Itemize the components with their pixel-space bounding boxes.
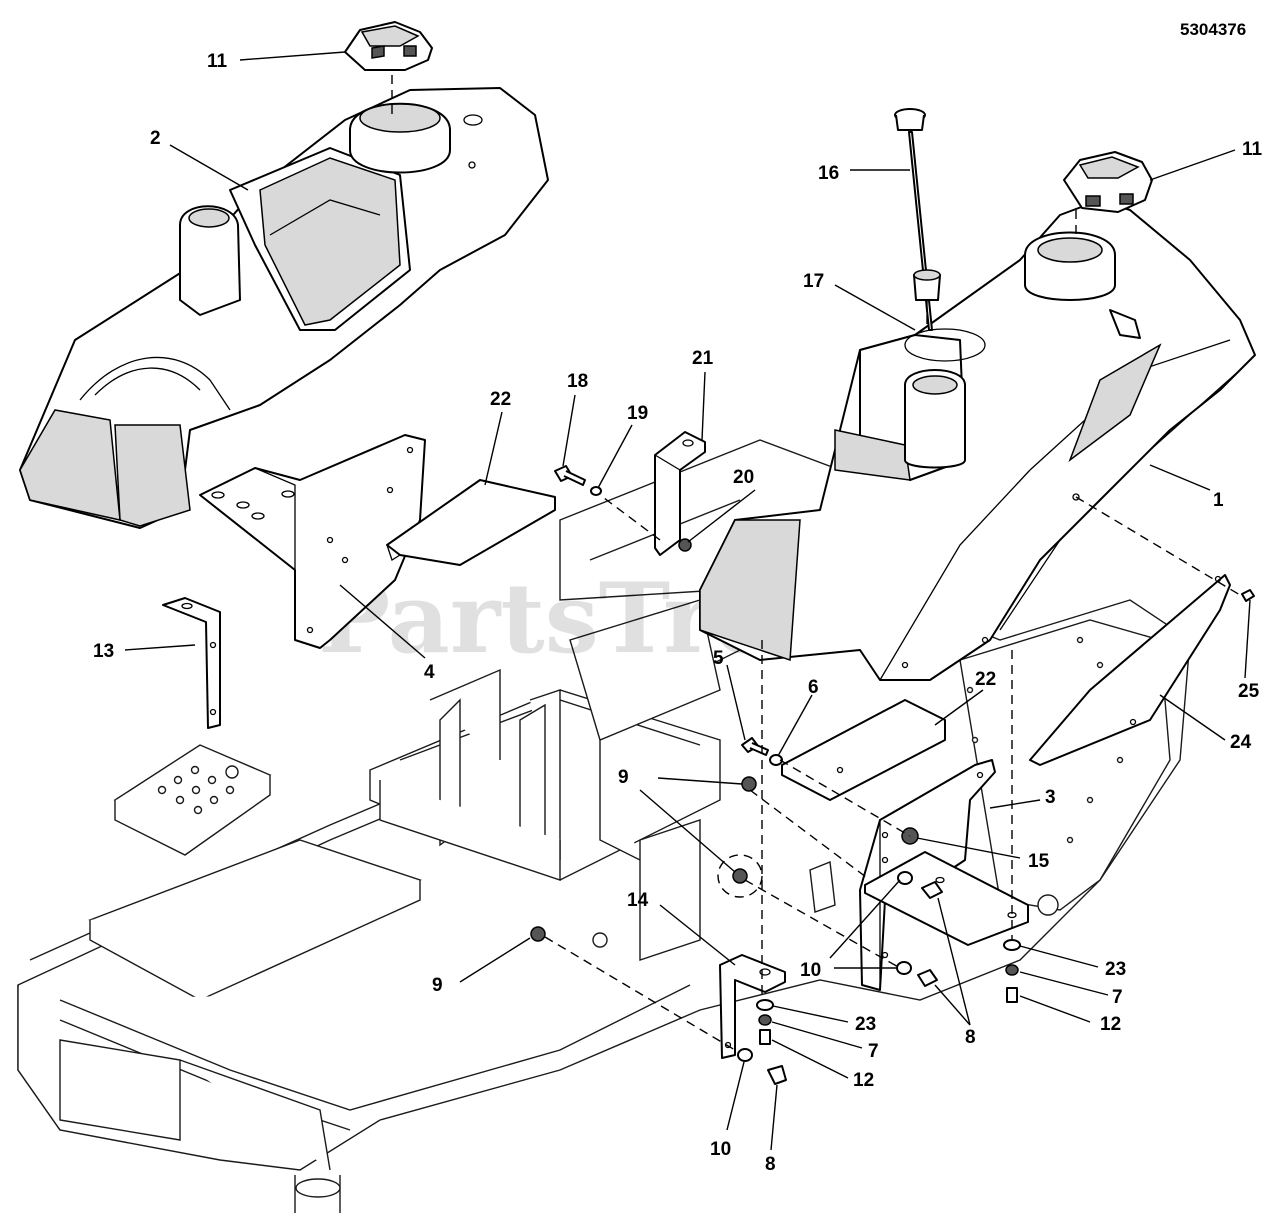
callout-2: 2 xyxy=(150,128,161,149)
callout-14: 14 xyxy=(627,890,649,911)
callout-16: 16 xyxy=(818,163,839,184)
callout-12: 12 xyxy=(1100,1014,1121,1035)
callout-9: 9 xyxy=(618,767,629,788)
callout-8: 8 xyxy=(765,1154,776,1175)
side-plate-holes xyxy=(966,636,1124,844)
callout-24: 24 xyxy=(1230,732,1252,753)
callout-7: 7 xyxy=(1112,987,1123,1008)
callout-13: 13 xyxy=(93,641,114,662)
part-17-grommet xyxy=(913,269,941,301)
callout-25: 25 xyxy=(1238,681,1260,702)
callout-20: 20 xyxy=(733,467,754,488)
part-13-bracket xyxy=(162,597,221,729)
callout-9: 9 xyxy=(432,975,443,996)
callout-labels: 5304376 11 2 11 16 17 1 22 18 19 21 20 1… xyxy=(93,20,1263,1175)
fasteners xyxy=(530,737,1021,1085)
callout-10: 10 xyxy=(710,1139,731,1160)
part-2-left-fuel-tank xyxy=(19,87,549,529)
callout-1: 1 xyxy=(1213,490,1224,511)
callout-7: 7 xyxy=(868,1041,879,1062)
callout-3: 3 xyxy=(1045,787,1056,808)
callout-18: 18 xyxy=(567,371,588,392)
callout-11: 11 xyxy=(207,51,228,72)
part-22-left-pad xyxy=(386,479,556,566)
callout-22: 22 xyxy=(490,389,511,410)
step-plate-holes xyxy=(157,765,239,815)
leader-lines xyxy=(124,51,1251,1151)
callout-10: 10 xyxy=(800,960,821,981)
callout-22: 22 xyxy=(975,669,996,690)
callout-23: 23 xyxy=(855,1014,876,1035)
part-25-screw xyxy=(1241,589,1255,602)
part-19-washer xyxy=(590,486,602,496)
callout-6: 6 xyxy=(808,677,819,698)
callout-21: 21 xyxy=(692,348,714,369)
callout-11: 11 xyxy=(1242,139,1263,160)
callout-17: 17 xyxy=(803,271,824,292)
part-11-left-fuel-cap xyxy=(344,21,433,71)
part-1-right-fuel-tank xyxy=(699,199,1256,681)
part-22-right-pad xyxy=(781,699,946,801)
callout-5: 5 xyxy=(713,648,724,669)
callout-19: 19 xyxy=(627,403,648,424)
callout-8: 8 xyxy=(965,1027,976,1048)
alignment-lines xyxy=(391,75,1241,1051)
part-18-bolt xyxy=(554,465,586,486)
callout-12: 12 xyxy=(853,1070,874,1091)
callout-4: 4 xyxy=(424,662,435,683)
callout-23: 23 xyxy=(1105,959,1126,980)
callout-15: 15 xyxy=(1028,851,1050,872)
part-11-right-fuel-cap xyxy=(1063,151,1153,213)
diagram-id-label: 5304376 xyxy=(1180,20,1246,39)
part-21-upper-bracket xyxy=(654,431,706,556)
